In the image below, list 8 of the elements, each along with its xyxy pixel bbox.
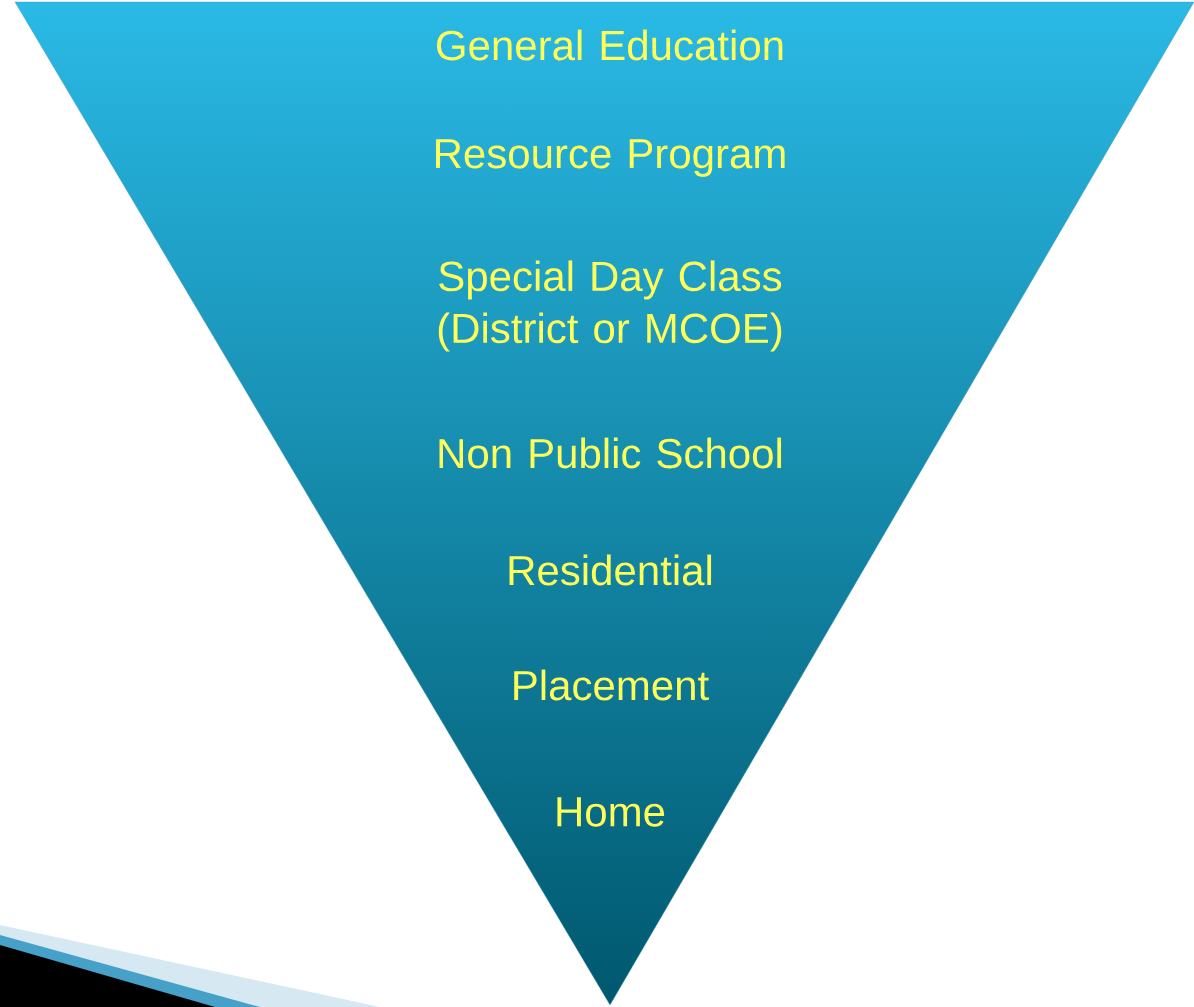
level-label: Residential — [509, 554, 712, 586]
level-label: General Education — [437, 29, 783, 61]
level-label: Non Public School — [439, 437, 782, 469]
level-label: Home — [557, 797, 665, 827]
level-label: Resource Program — [436, 139, 785, 177]
funnel-triangle — [14, 1, 1194, 1006]
level-label: Special Day Class (District or MCOE) — [438, 260, 782, 352]
level-label: Placement — [514, 669, 709, 701]
